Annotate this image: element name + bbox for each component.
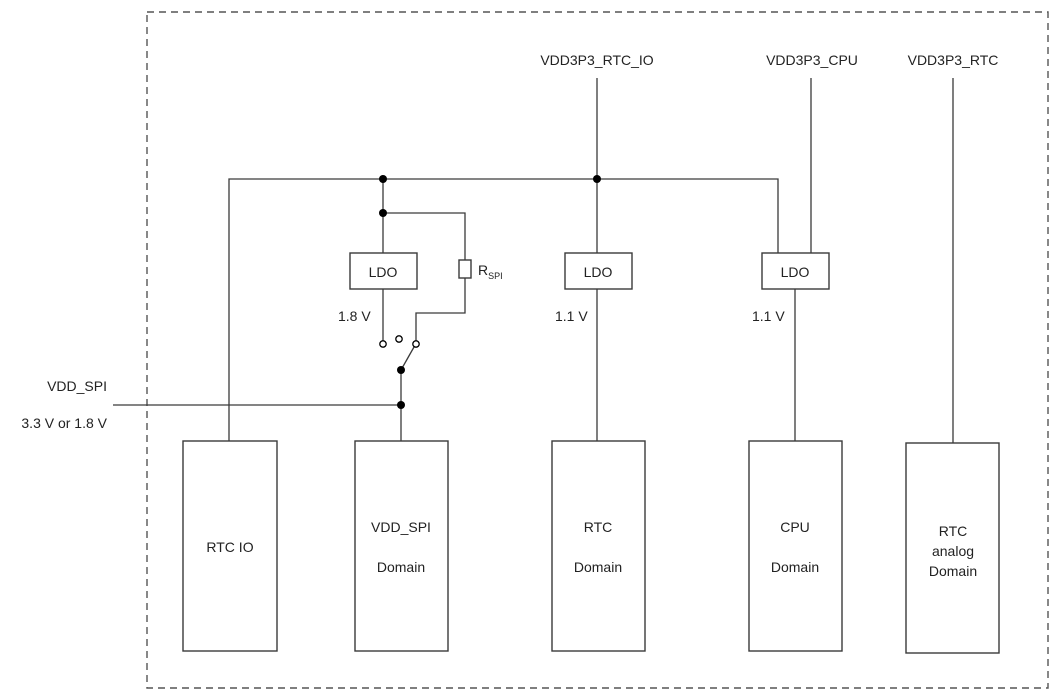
junction-dot [397, 401, 405, 409]
svg-text:Domain: Domain [771, 559, 819, 575]
domain-rtc: RTC Domain [551, 440, 646, 652]
chip-boundary [146, 11, 1049, 689]
wire-rspi-bottom [415, 278, 466, 343]
domain-cpu: CPU Domain [748, 440, 843, 652]
switch-contact-ldo [379, 340, 387, 348]
svg-text:VDD_SPI: VDD_SPI [371, 519, 431, 535]
ldo-cpu-output: 1.1 V [752, 308, 785, 324]
ldo-spi-output: 1.8 V [338, 308, 371, 324]
wire-rspi-top [383, 212, 466, 260]
resistor-rspi-icon [458, 259, 472, 279]
svg-text:analog: analog [932, 543, 974, 559]
ldo-cpu: LDO [761, 252, 830, 290]
external-vdd-spi-voltage: 3.3 V or 1.8 V [21, 415, 107, 431]
external-vdd-spi-label: VDD_SPI [47, 378, 107, 394]
supply-label-vdd3p3-rtc: VDD3P3_RTC [908, 52, 999, 68]
junction-dot [379, 209, 387, 217]
ldo-rtc: LDO [564, 252, 633, 290]
supply-label-vdd3p3-cpu: VDD3P3_CPU [766, 52, 858, 68]
switch-contact-rspi [412, 340, 420, 348]
svg-text:Domain: Domain [929, 563, 977, 579]
domain-rtc-io: RTC IO [182, 440, 278, 652]
domain-vdd-spi: VDD_SPI Domain [354, 440, 449, 652]
ldo-cpu-label: LDO [781, 264, 810, 280]
supply-label-vdd3p3-rtc-io: VDD3P3_RTC_IO [540, 52, 653, 68]
wire-rtc-io-bus [228, 178, 779, 441]
ldo-spi: LDO [349, 252, 418, 290]
ldo-rtc-label: LDO [584, 264, 613, 280]
ldo-spi-label: LDO [369, 264, 398, 280]
svg-text:Domain: Domain [377, 559, 425, 575]
switch-contact-mid [395, 335, 403, 343]
domain-rtc-analog: RTC analog Domain [905, 442, 1000, 654]
junction-dot [397, 366, 405, 374]
junction-dot [379, 175, 387, 183]
junction-dot [593, 175, 601, 183]
svg-text:RTC: RTC [584, 519, 613, 535]
switch-arm [400, 346, 415, 371]
svg-text:RTC: RTC [939, 523, 968, 539]
ldo-rtc-output: 1.1 V [555, 308, 588, 324]
svg-text:RTC IO: RTC IO [206, 539, 253, 555]
svg-text:CPU: CPU [780, 519, 810, 535]
resistor-label: RSPI [478, 262, 503, 281]
svg-text:Domain: Domain [574, 559, 622, 575]
